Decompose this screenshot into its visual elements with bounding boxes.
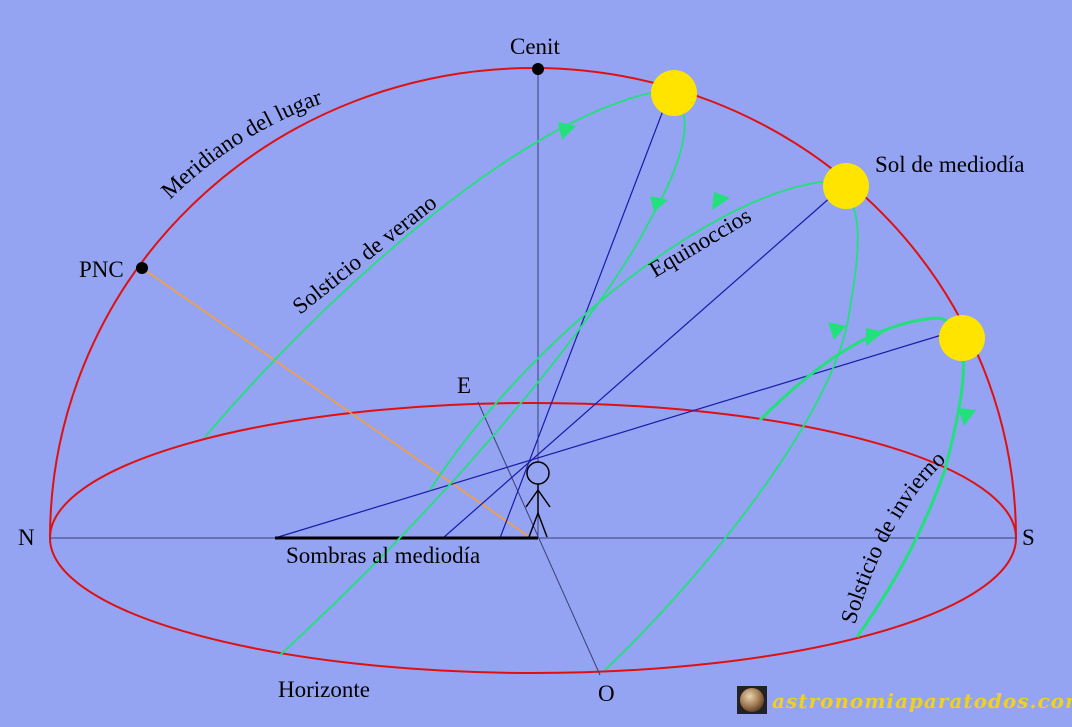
summer-solstice-label: Solsticio de verano [288, 190, 442, 319]
east-label: E [457, 373, 471, 398]
equinoxes-label: Equinoccios [645, 203, 756, 283]
sun-summer-solstice [651, 70, 697, 116]
winter-solstice-label: Solsticio de invierno [836, 446, 950, 626]
arrow-winter-rising [866, 328, 884, 346]
north-label: N [18, 525, 35, 550]
polar-axis-line [141, 267, 529, 537]
watermark: astronomiaparatodos.com [737, 686, 1072, 714]
horizon-label: Horizonte [278, 677, 370, 702]
arrow-summer-rising [558, 122, 576, 140]
pole-point [136, 262, 148, 274]
pole-label: PNC [79, 257, 124, 282]
observer-figure [525, 461, 551, 538]
meridian-label: Meridiano del lugar [156, 84, 325, 203]
south-label: S [1022, 525, 1035, 550]
arrow-equinox-setting [828, 322, 846, 340]
sun-ray-summer [499, 107, 665, 539]
arrow-summer-setting [650, 196, 668, 212]
arrow-winter-setting [958, 408, 976, 426]
sun-ray-winter [274, 333, 946, 539]
summer-solstice-path [204, 91, 686, 656]
jupiter-icon [740, 688, 764, 712]
watermark-text: astronomiaparatodos.com [772, 689, 1072, 713]
east-west-line [477, 401, 601, 676]
noon-sun-label: Sol de mediodía [875, 152, 1024, 177]
equinox-path [429, 181, 859, 671]
sun-winter-solstice [939, 315, 985, 361]
sun-ray-equinox [442, 195, 833, 539]
winter-solstice-path [758, 316, 965, 638]
zenith-label: Cenit [510, 34, 560, 59]
west-label: O [598, 681, 615, 706]
noon-shadows-label: Sombras al mediodía [286, 543, 480, 568]
arrow-equinox-rising [712, 192, 730, 210]
zenith-point [532, 63, 544, 75]
sun-equinox [823, 163, 869, 209]
